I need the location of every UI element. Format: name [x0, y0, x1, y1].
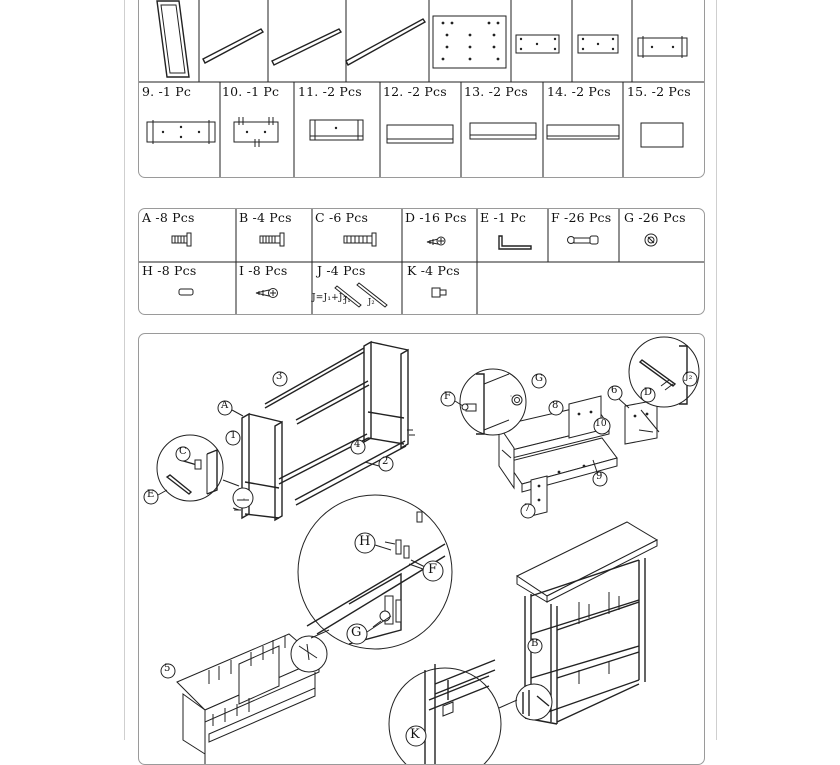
callout-h-text: H: [359, 534, 371, 549]
dowel-h-icon: [179, 289, 193, 295]
bracket-k-icon: [432, 288, 446, 297]
callout-10-text: 10: [595, 419, 607, 429]
callout-2: [365, 457, 393, 471]
parts-list-panel: 9. -1 Pc 10. -1 Pc 11. -2 Pcs 12. -2 Pcs…: [138, 0, 705, 178]
cam-bolt-f-icon: [568, 236, 599, 244]
callout-d-text: D: [644, 387, 652, 398]
bolt-a-icon: [172, 233, 191, 246]
assembly-drawing: [139, 334, 704, 764]
metal-frame-step: [157, 342, 415, 520]
screw-d-icon: [427, 237, 445, 245]
callout-6-text: 6: [611, 385, 618, 396]
assembly-instruction-page: 9. -1 Pc 10. -1 Pc 11. -2 Pcs 12. -2 Pcs…: [0, 0, 840, 740]
callout-2-text: 2: [382, 456, 389, 467]
cam-lock-g-icon: [645, 234, 657, 246]
page-margin-right: [716, 0, 717, 740]
callout-a-text: A: [221, 400, 228, 411]
assembly-diagram-panel: 3 A 1 4 2 C E F G 8 6 10 9 7 D J₂ H F G …: [138, 333, 705, 765]
callout-j2-text: J₂: [685, 372, 693, 382]
callout-5-text: 5: [164, 663, 171, 674]
allen-key-e-icon: [499, 236, 531, 249]
hardware-drawings: [139, 209, 704, 314]
callout-b-text: B: [531, 638, 539, 649]
hw-j-formula: J=J₁+J₂: [312, 293, 347, 303]
hw-j2-label: J₂: [368, 297, 375, 306]
hw-j1-label: J₁: [344, 295, 351, 304]
hardware-list-panel: A -8 Pcs B -4 Pcs C -6 Pcs D -16 Pcs E -…: [138, 208, 705, 315]
callout-9-text: 9: [596, 471, 603, 482]
drawer-assembly-step: [460, 337, 699, 516]
callout-3-text: 3: [276, 371, 283, 382]
screw-i-icon: [256, 289, 278, 298]
callout-e-text: E: [147, 489, 155, 500]
callout-f1-text: F: [444, 391, 451, 402]
part-15-drawing: [139, 0, 704, 177]
page-margin-left: [124, 0, 125, 740]
cabinet-drawer-step: [177, 495, 657, 765]
callout-f2-text: F: [428, 562, 437, 577]
callout-4-text: 4: [354, 439, 361, 450]
callout-g2-text: G: [351, 625, 362, 640]
callout-8-text: 8: [552, 400, 559, 411]
callout-g1-text: G: [535, 373, 543, 384]
callout-c-text: C: [179, 446, 187, 457]
bolt-c-icon: [344, 233, 376, 246]
bolt-b-icon: [260, 233, 284, 246]
callout-1-text: 1: [230, 430, 237, 441]
callout-7-text: 7: [524, 503, 531, 514]
